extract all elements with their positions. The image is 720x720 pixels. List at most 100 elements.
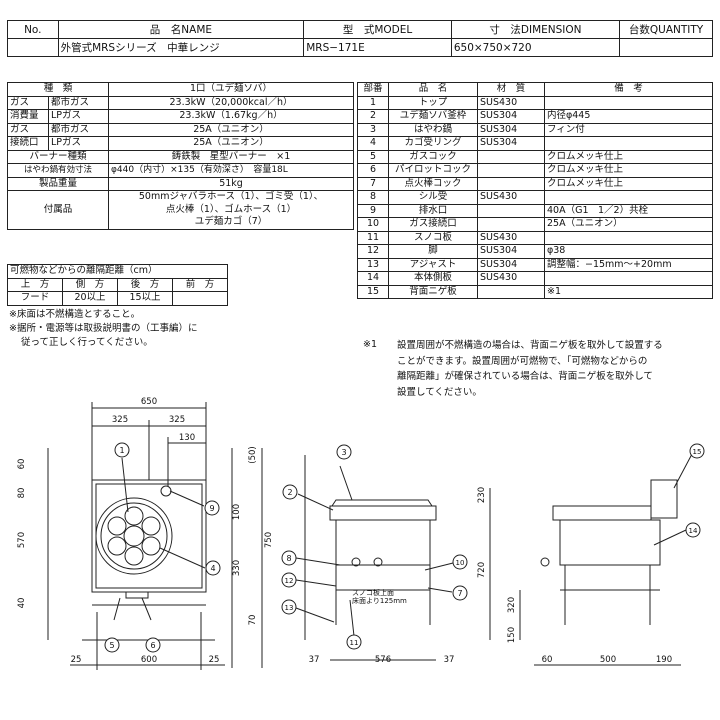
rear-panel-notes: 設置周囲が不燃構造の場合は、背面ニゲ板を取外して設置する ことができます。設置周… bbox=[397, 338, 663, 400]
callout-8 bbox=[281, 550, 297, 566]
callout-label: 1 bbox=[119, 446, 124, 455]
callout-label: 8 bbox=[286, 554, 291, 563]
callout-11 bbox=[346, 634, 362, 650]
callout-15 bbox=[689, 443, 705, 459]
callout-label: 15 bbox=[693, 448, 702, 456]
leader-line bbox=[295, 579, 337, 587]
accessory-line: 点火棒（1）、ゴムホース（1） bbox=[165, 203, 297, 215]
leader-line bbox=[427, 587, 453, 593]
dim-325-left: 325 bbox=[112, 415, 128, 425]
drain-outlet bbox=[160, 485, 172, 497]
dim-330: 330 bbox=[232, 560, 242, 576]
callout-label: 14 bbox=[689, 527, 698, 535]
dim-750: 750 bbox=[264, 532, 274, 548]
header-table: No. 品 名NAME 型 式MODEL 寸 法DIMENSION 台数QUAN… bbox=[7, 20, 713, 57]
dim-325-right: 325 bbox=[169, 415, 185, 425]
callout-label: 9 bbox=[209, 504, 214, 513]
leader-line bbox=[424, 562, 454, 571]
spec-table: 種 類 1口（ユデ麺ソバ） ガス 都市ガス 23.3kW（20,000kcal／… bbox=[7, 82, 354, 230]
callout-label: 11 bbox=[350, 639, 359, 647]
noodle-basket-center bbox=[123, 525, 145, 547]
callout-5 bbox=[104, 637, 120, 653]
leader-line bbox=[169, 490, 205, 507]
dim-37-left: 37 bbox=[309, 655, 320, 665]
note-line: 設置周囲が不燃構造の場合は、背面ニゲ板を取外して設置する bbox=[397, 340, 663, 351]
note-line: 設置してください。 bbox=[397, 386, 482, 398]
dim-150: 150 bbox=[507, 627, 517, 643]
note-line: 離隔距離」が確保されている場合は、背面ニゲ板を取外して bbox=[397, 371, 653, 382]
dim-70: 70 bbox=[248, 615, 258, 626]
noodle-basket bbox=[124, 506, 144, 526]
front-body bbox=[335, 519, 431, 566]
dim-130: 130 bbox=[179, 433, 195, 443]
gas-cock bbox=[351, 557, 361, 567]
top-view-outline bbox=[91, 479, 207, 593]
leader-line bbox=[113, 597, 121, 621]
sunoko-height: 床面より125mm bbox=[352, 596, 407, 605]
noodle-basket bbox=[107, 516, 127, 536]
callout-label: 2 bbox=[287, 488, 292, 497]
accessories-label: 付属品 bbox=[7, 190, 109, 230]
leader-line bbox=[295, 557, 341, 566]
pot-inner-ring bbox=[100, 502, 168, 570]
side-gas-cock bbox=[540, 557, 550, 567]
dim-80: 80 bbox=[17, 488, 27, 499]
note-line: 従って正しく行ってください。 bbox=[21, 337, 153, 348]
side-view bbox=[489, 453, 693, 666]
leader-line bbox=[297, 493, 334, 511]
callout-label: 5 bbox=[109, 641, 114, 650]
clearance-header-side: 側 方 bbox=[62, 277, 118, 292]
part-remarks bbox=[544, 271, 713, 286]
accessory-line: 50mmジャバラホース（1）、ゴミ受（1）、 bbox=[138, 191, 324, 203]
note-line: ことができます。設置周囲が可燃物で、「可燃物などからの bbox=[397, 355, 648, 367]
part-remarks: φ38 bbox=[544, 244, 713, 259]
note-line: ※据所・電源等は取扱説明書の（工事編）に bbox=[9, 323, 198, 334]
dim-570: 570 bbox=[17, 532, 27, 548]
name-value: 外管式MRSシリーズ 中華レンジ bbox=[57, 38, 305, 57]
dim-25-left: 25 bbox=[71, 655, 82, 665]
callout-4 bbox=[205, 560, 221, 576]
callout-label: 3 bbox=[341, 448, 346, 457]
dim-60: 60 bbox=[17, 459, 27, 470]
leader-line bbox=[339, 465, 353, 501]
dim-320: 320 bbox=[507, 597, 517, 613]
dim-650: 650 bbox=[141, 397, 157, 407]
dimension-labels: 650 325 325 130 (50) 60 80 100 570 750 3… bbox=[17, 397, 672, 665]
top-view-inner bbox=[95, 483, 203, 589]
callout-1 bbox=[114, 442, 130, 458]
noodle-basket bbox=[107, 536, 127, 556]
leader-line bbox=[295, 607, 335, 623]
callout-label: 6 bbox=[150, 641, 155, 650]
noodle-basket bbox=[124, 546, 144, 566]
callout-13 bbox=[281, 599, 297, 615]
part-remarks: 調整幅：−15mm〜+20mm bbox=[544, 257, 713, 272]
noodle-basket bbox=[141, 536, 161, 556]
callouts bbox=[104, 442, 705, 653]
leader-line bbox=[673, 453, 693, 489]
front-pot-rim bbox=[331, 499, 433, 507]
clearance-header-front: 前 方 bbox=[172, 277, 228, 292]
callout-14 bbox=[685, 522, 701, 538]
clearance-front bbox=[172, 291, 228, 306]
callout-label: 4 bbox=[210, 564, 215, 573]
dim-side-60: 60 bbox=[542, 655, 553, 665]
dim-576: 576 bbox=[375, 655, 391, 665]
part-name: アジャスト bbox=[388, 257, 478, 272]
sunoko-note: スノコ板上面 床面より125mm bbox=[352, 588, 407, 605]
dim-37-right: 37 bbox=[444, 655, 455, 665]
callout-label: 13 bbox=[285, 604, 294, 612]
callout-label: 12 bbox=[285, 577, 294, 585]
leader-line bbox=[121, 457, 129, 513]
